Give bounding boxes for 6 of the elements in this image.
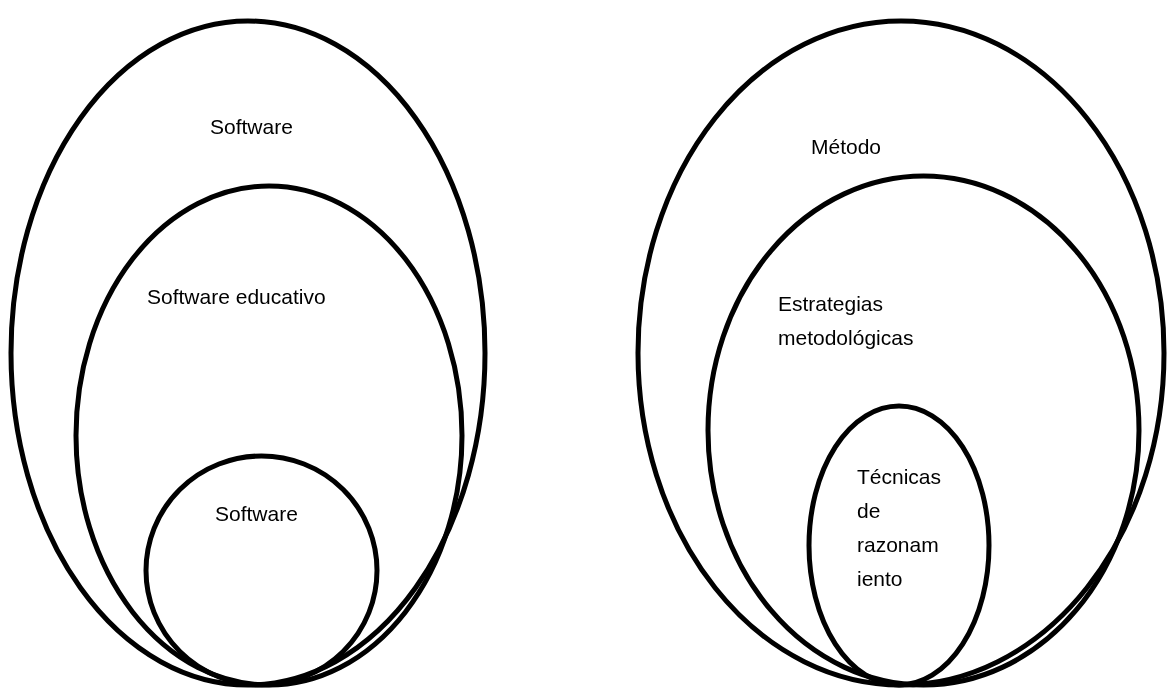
set-label: Estrategias metodológicas	[778, 291, 915, 351]
set-label: Método	[811, 134, 883, 160]
set-label: Software educativo	[147, 284, 327, 310]
set-label: Software	[210, 114, 294, 140]
set-label: Software	[215, 501, 299, 527]
set-label: Técnicas de razonam iento	[857, 464, 943, 592]
